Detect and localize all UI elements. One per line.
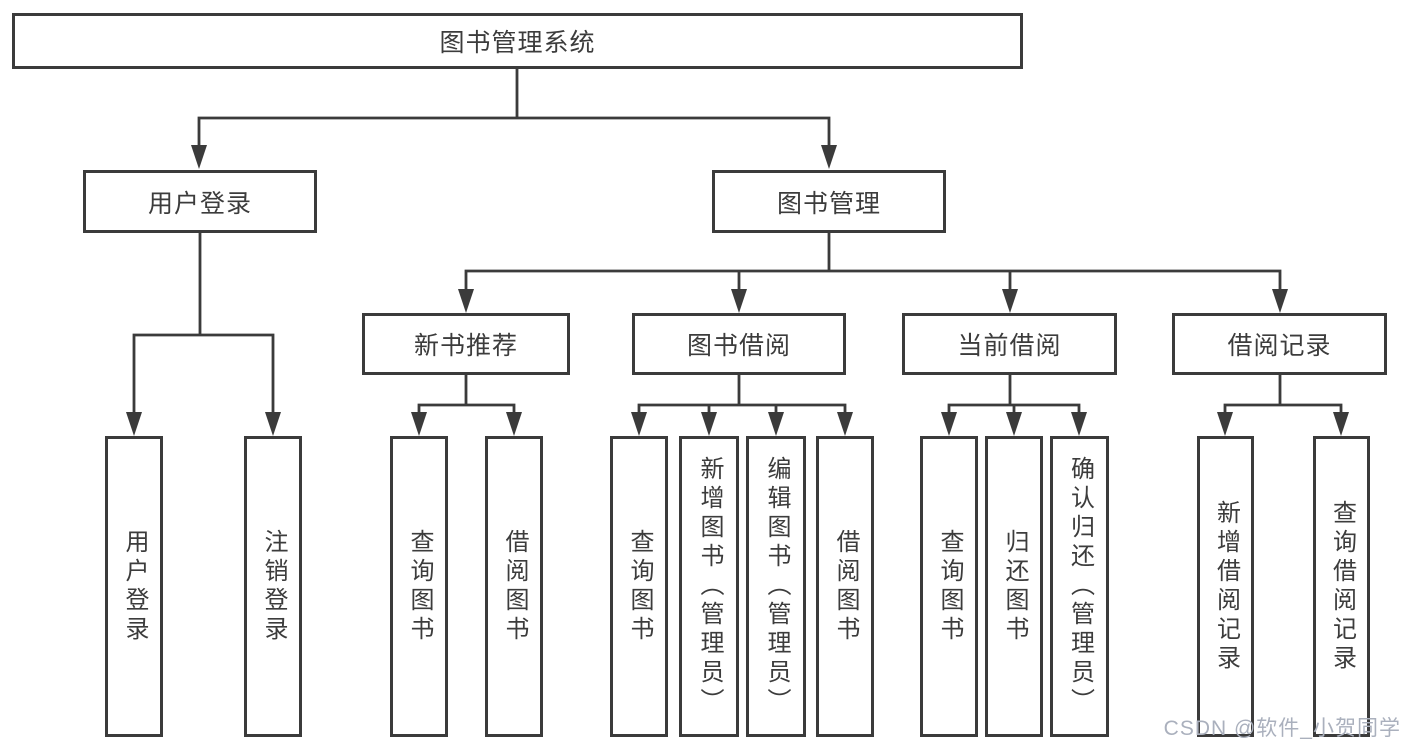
node-label: 新增借阅记录	[1212, 499, 1240, 674]
node-leaf-br-query-record: 查询借阅记录	[1313, 436, 1370, 737]
node-leaf-cb-query-books: 查询图书	[920, 436, 978, 737]
node-leaf-nbr-borrow-books: 借阅图书	[485, 436, 543, 737]
node-leaf-logout: 注销登录	[244, 436, 302, 737]
node-label: 用户登录	[121, 528, 148, 645]
connector-current-borrowing-children	[941, 375, 1087, 436]
node-book-management: 图书管理	[712, 170, 946, 233]
node-book-borrowing: 图书借阅	[632, 313, 846, 375]
node-leaf-bb-query-books: 查询图书	[610, 436, 668, 737]
connector-book-management-children	[458, 233, 1288, 313]
node-leaf-bb-add-books-admin: 新增图书（管理员）	[679, 436, 739, 737]
node-label: 查询借阅记录	[1328, 499, 1356, 674]
node-label: 新书推荐	[413, 332, 518, 360]
node-label: 借阅图书	[501, 528, 528, 645]
node-label: 新增图书（管理员）	[696, 456, 723, 717]
node-label: 归还图书	[1001, 528, 1028, 645]
node-label: 用户登录	[147, 189, 252, 218]
node-label: 编辑图书（管理员）	[763, 456, 790, 717]
node-current-borrowing: 当前借阅	[902, 313, 1117, 375]
node-leaf-bb-edit-books-admin: 编辑图书（管理员）	[746, 436, 806, 737]
node-label: 借阅图书	[832, 528, 859, 645]
node-label: 查询图书	[626, 528, 653, 645]
node-label: 图书借阅	[686, 332, 791, 360]
node-label: 图书管理	[776, 189, 881, 218]
csdn-watermark: CSDN @软件_小贺同学	[1163, 717, 1401, 740]
node-label: 查询图书	[936, 528, 963, 645]
node-label: 确认归还（管理员）	[1066, 456, 1094, 717]
connector-new-book-recommend-children	[411, 375, 522, 436]
node-library-management-system: 图书管理系统	[12, 13, 1023, 69]
node-borrow-records: 借阅记录	[1172, 313, 1387, 375]
node-leaf-user-login: 用户登录	[105, 436, 163, 737]
connector-book-borrowing-children	[631, 375, 853, 436]
node-user-login: 用户登录	[83, 170, 317, 233]
node-label: 当前借阅	[957, 332, 1062, 360]
connector-borrow-records-children	[1217, 375, 1349, 436]
node-leaf-cb-confirm-return-admin: 确认归还（管理员）	[1050, 436, 1109, 737]
node-label: 查询图书	[406, 528, 433, 645]
node-label: 注销登录	[260, 528, 287, 645]
node-leaf-br-add-record: 新增借阅记录	[1197, 436, 1254, 737]
connector-user-login-children	[126, 233, 281, 436]
node-leaf-nbr-query-books: 查询图书	[390, 436, 448, 737]
node-label: 借阅记录	[1227, 332, 1332, 360]
connector-root-to-level2	[191, 69, 837, 169]
node-leaf-cb-return-books: 归还图书	[985, 436, 1043, 737]
node-label: 图书管理系统	[439, 29, 596, 57]
node-leaf-bb-borrow-books: 借阅图书	[816, 436, 874, 737]
node-new-book-recommend: 新书推荐	[362, 313, 570, 375]
